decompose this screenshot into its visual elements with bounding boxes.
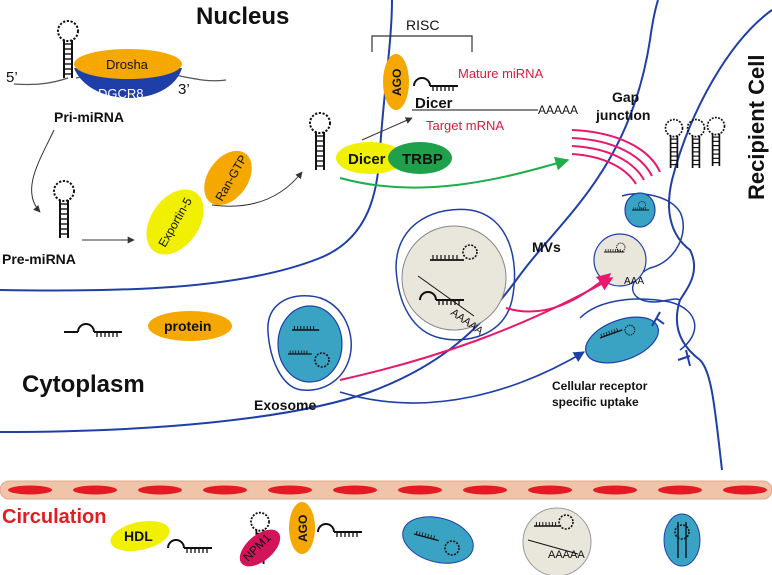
- dicer-protein: [336, 142, 404, 174]
- ago-protein: [383, 54, 409, 110]
- trbp-protein: [388, 142, 452, 174]
- nucleus-membrane: [0, 0, 393, 292]
- dgcr8-label: DGCR8: [98, 86, 144, 101]
- risc-label: RISC: [406, 17, 439, 33]
- red-blood-cells: [8, 485, 767, 495]
- gap-junction-hairpin-1: [664, 118, 684, 169]
- arrow-dicer-to-risc: [361, 117, 413, 141]
- recipient-cell-label: Recipient Cell: [744, 55, 769, 200]
- exosome-budding-membrane: [267, 295, 352, 391]
- arrow-export-to-cytoplasm: [211, 171, 303, 207]
- circulating-small-exosome-content: [674, 522, 690, 558]
- gap-junction-label-2: junction: [595, 107, 650, 123]
- ago-carrier: [289, 502, 315, 554]
- trbp-label: TRBP: [402, 151, 443, 168]
- risc-bracket: [371, 35, 473, 52]
- mature-mirna-label: Mature miRNA: [458, 66, 544, 81]
- receptor-label-1: Cellular receptor: [552, 379, 648, 393]
- receptor-pocket-membrane: [579, 298, 696, 351]
- five-prime-label: 5’: [6, 69, 18, 86]
- hdl-bound-mirna: [167, 539, 213, 554]
- recipient-cell-membrane: [668, 9, 772, 471]
- nucleus-label: Nucleus: [196, 3, 289, 30]
- arrow-exosome-to-receptor: [339, 351, 585, 404]
- receptor-label-2: specific uptake: [552, 395, 639, 409]
- protein-bound-mirna: [77, 323, 123, 338]
- cytoplasm-label: Cytoplasm: [22, 371, 145, 398]
- hdl-carrier: [110, 520, 170, 552]
- three-prime-label: 3’: [178, 81, 190, 98]
- ago-label: AGO: [390, 69, 404, 96]
- ago-bound-mirna: [317, 523, 363, 538]
- pre-mirna-hairpin: [53, 180, 75, 239]
- cytoplasmic-pre-mirna: [309, 112, 331, 171]
- gap-junction-label-1: Gap: [612, 89, 639, 105]
- pri-mirna-label: Pri-miRNA: [54, 109, 124, 125]
- microvesicle-content: [417, 244, 478, 317]
- arrow-pri-to-pre: [31, 129, 55, 213]
- internalized-mv-poly-a: AAA: [624, 276, 644, 287]
- ran-gtp-protein: [204, 150, 252, 206]
- exosome-label: Exosome: [254, 397, 316, 413]
- gap-junction-channels: [571, 129, 661, 185]
- circulation-vessel: [0, 480, 772, 500]
- ago-carrier-label: AGO: [296, 515, 310, 542]
- circulating-small-exosome: [663, 513, 701, 567]
- circulating-mv-poly-a: AAAAA: [548, 549, 585, 561]
- arrow-exosome-to-recipient: [339, 277, 614, 381]
- circulation-label: Circulation: [2, 506, 106, 528]
- drosha-label: Drosha: [106, 57, 149, 72]
- internalized-mv: [593, 233, 647, 287]
- recipient-endocytic-pocket: [621, 193, 684, 303]
- gap-junction-hairpin-3: [706, 116, 726, 167]
- mv-budding-membrane: [395, 208, 516, 341]
- pre-mirna-label: Pre-miRNA: [2, 251, 76, 267]
- circulating-mv-content: [527, 514, 579, 555]
- drosha-protein: [74, 49, 182, 79]
- protein-carrier: [148, 311, 232, 341]
- receptor-bound-exosome: [585, 316, 659, 364]
- microvesicle: [401, 225, 507, 331]
- protein-label: protein: [164, 318, 211, 334]
- mature-mirna-strand: [413, 77, 459, 92]
- target-mrna-label: Target mRNA: [426, 118, 504, 133]
- npm1-carrier: [239, 529, 281, 567]
- dicer-label-risc: Dicer: [415, 95, 453, 112]
- arrow-to-gap-junction: [339, 156, 570, 189]
- exosome: [277, 305, 343, 383]
- dicer-label-lower: Dicer: [348, 151, 386, 168]
- mvs-label: MVs: [532, 239, 561, 255]
- membrane-receptors: [651, 311, 691, 367]
- exportin-5-protein: [146, 189, 204, 255]
- hdl-label: HDL: [124, 528, 153, 544]
- poly-a-tail: AAAAA: [538, 103, 578, 117]
